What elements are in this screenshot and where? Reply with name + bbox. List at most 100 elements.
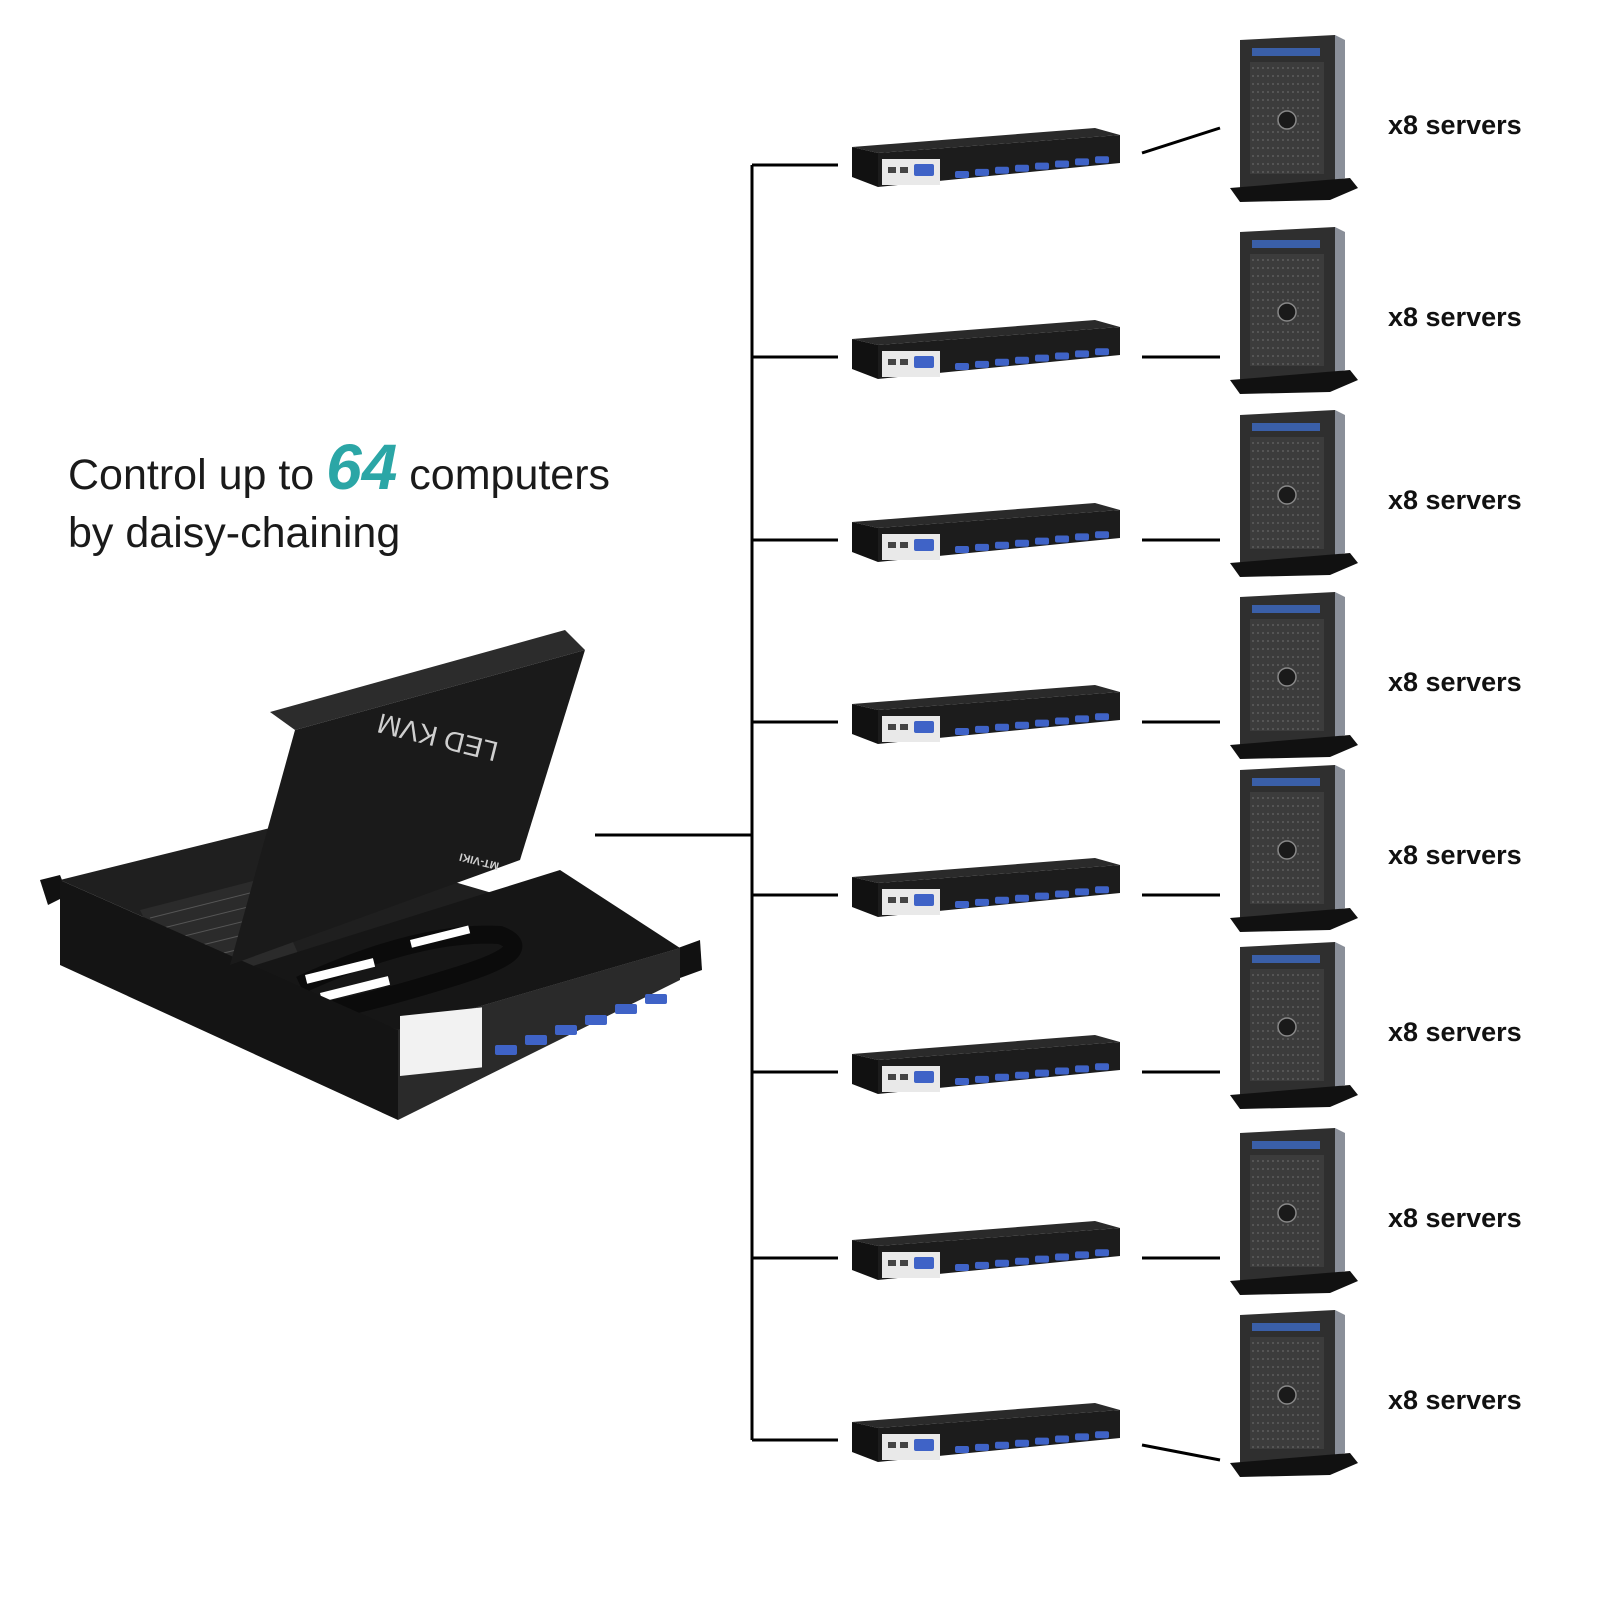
tower-server	[1230, 592, 1358, 759]
vga-port	[1075, 350, 1089, 358]
chain-units	[752, 35, 1358, 1477]
server-status-lcd	[1252, 1323, 1320, 1331]
chain-unit-7	[752, 1128, 1358, 1295]
headline-text-post: computers	[397, 451, 611, 499]
vga-port	[1095, 1249, 1109, 1257]
tower-server	[1230, 410, 1358, 577]
vga-port	[1055, 1435, 1069, 1443]
vga-port	[1015, 164, 1029, 172]
chain-unit-2	[752, 227, 1358, 394]
server-count-label: x8 servers	[1388, 302, 1522, 332]
vga-port	[1095, 713, 1109, 721]
kvm-switch	[852, 1221, 1120, 1280]
vga-port	[975, 360, 989, 368]
vga-port	[975, 725, 989, 733]
server-logo	[1277, 110, 1297, 130]
vga-port	[955, 546, 969, 553]
vga-port	[955, 1078, 969, 1085]
vga-port	[1035, 1069, 1049, 1077]
vga-port	[1055, 890, 1069, 898]
vga-port	[1095, 1063, 1109, 1071]
vga-port	[995, 1259, 1009, 1267]
vga-port	[955, 728, 969, 735]
server-stand	[1230, 735, 1358, 759]
vga-port	[1035, 354, 1049, 362]
server-logo	[1277, 1385, 1297, 1405]
vga-port	[1035, 892, 1049, 900]
chain-unit-4	[752, 592, 1358, 759]
headline-number: 64	[326, 431, 398, 503]
tower-server	[1230, 1310, 1358, 1477]
vga-port	[1035, 719, 1049, 727]
server-status-lcd	[1252, 778, 1320, 786]
server-status-lcd	[1252, 955, 1320, 963]
vga-port	[1015, 1257, 1029, 1265]
vga-port	[995, 166, 1009, 174]
server-count-label: x8 servers	[1388, 110, 1522, 140]
vga-port	[1095, 531, 1109, 539]
vga-port	[1015, 1439, 1029, 1447]
server-status-lcd	[1252, 48, 1320, 56]
headline-line-1: Control up to 64 computers	[68, 435, 611, 504]
vga-port	[1075, 533, 1089, 541]
server-stand	[1230, 370, 1358, 394]
server-stand	[1230, 1271, 1358, 1295]
vga-port	[995, 1441, 1009, 1449]
vga-port	[995, 723, 1009, 731]
vga-port	[1095, 1431, 1109, 1439]
chain-unit-1	[752, 35, 1358, 202]
vga-port	[975, 543, 989, 551]
headline-text-pre: Control up to	[68, 451, 327, 499]
server-logo	[1277, 840, 1297, 860]
server-status-lcd	[1252, 605, 1320, 613]
vga-port	[1055, 1067, 1069, 1075]
server-count-label: x8 servers	[1388, 1017, 1522, 1047]
vga-port	[1055, 352, 1069, 360]
server-logo	[1277, 1203, 1297, 1223]
vga-port	[975, 1443, 989, 1451]
vga-port	[1075, 1251, 1089, 1259]
server-logo	[1277, 485, 1297, 505]
server-stand	[1230, 553, 1358, 577]
tower-server	[1230, 227, 1358, 394]
headline: Control up to 64 computers by daisy-chai…	[68, 435, 611, 562]
server-logo	[1277, 1017, 1297, 1037]
vga-port	[1015, 721, 1029, 729]
vga-port	[1095, 156, 1109, 164]
server-stand	[1230, 908, 1358, 932]
vga-port	[1015, 894, 1029, 902]
chain-unit-5	[752, 765, 1358, 932]
tower-server	[1230, 35, 1358, 202]
kvm-switch	[852, 1035, 1120, 1094]
vga-port	[955, 901, 969, 908]
vga-port	[1015, 356, 1029, 364]
vga-port	[1095, 886, 1109, 894]
kvm-switch	[852, 320, 1120, 379]
vga-port	[995, 896, 1009, 904]
kvm-switch	[852, 685, 1120, 744]
vga-port	[975, 168, 989, 176]
server-stand	[1230, 1085, 1358, 1109]
vga-port	[1075, 888, 1089, 896]
server-count-label: x8 servers	[1388, 667, 1522, 697]
vga-port	[1075, 1065, 1089, 1073]
kvm-switch	[852, 128, 1120, 187]
kvm-switch	[852, 1403, 1120, 1462]
vga-port	[1035, 1437, 1049, 1445]
kvm-switch	[852, 503, 1120, 562]
vga-port	[955, 363, 969, 370]
vga-port	[995, 541, 1009, 549]
vga-port	[1015, 539, 1029, 547]
vga-port	[955, 1446, 969, 1453]
vga-port	[1055, 717, 1069, 725]
server-status-lcd	[1252, 240, 1320, 248]
tower-server	[1230, 1128, 1358, 1295]
server-count-label: x8 servers	[1388, 1385, 1522, 1415]
vga-port	[955, 171, 969, 178]
vga-port	[995, 358, 1009, 366]
chain-unit-3	[752, 410, 1358, 577]
chain-unit-6	[752, 942, 1358, 1109]
server-stand	[1230, 178, 1358, 202]
